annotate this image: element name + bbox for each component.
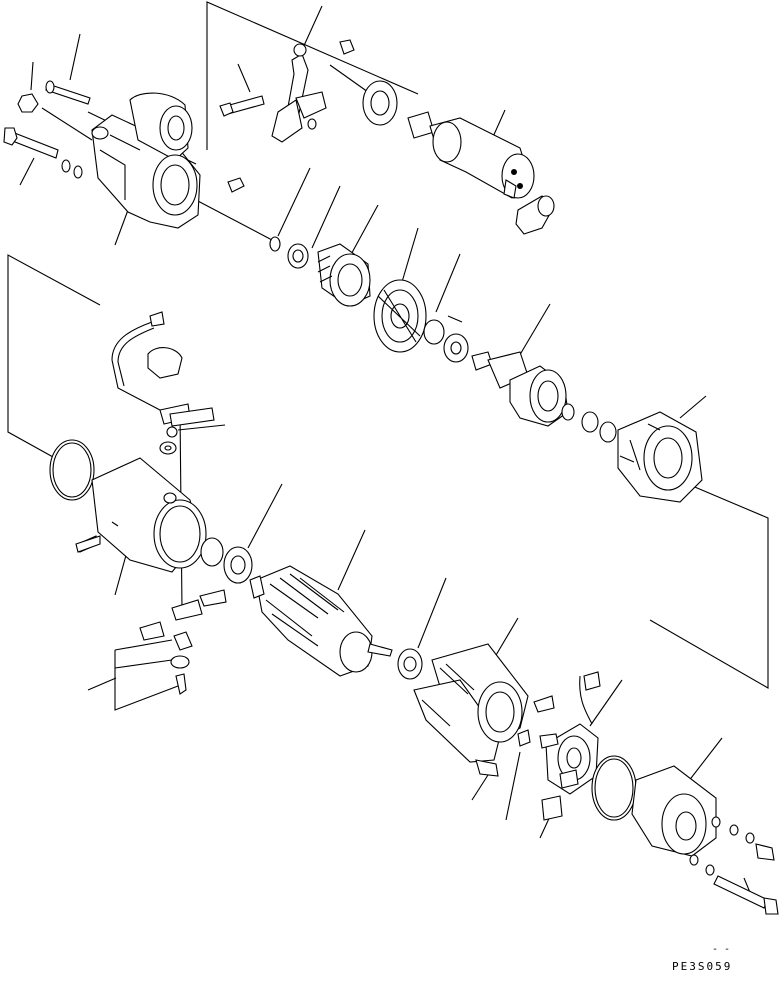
rear-cover bbox=[631, 765, 775, 876]
terminal-parts bbox=[139, 589, 227, 695]
brush-holder-plate bbox=[539, 671, 601, 821]
through-bolt bbox=[713, 875, 779, 915]
center-bracket bbox=[617, 411, 703, 503]
shift-lever bbox=[219, 39, 398, 143]
armature bbox=[249, 565, 393, 677]
o-ring-large bbox=[49, 439, 95, 501]
solenoid-switch bbox=[407, 111, 555, 235]
bearing-plate bbox=[373, 279, 469, 363]
yoke-bolt bbox=[75, 535, 101, 553]
figure-mark: - - bbox=[712, 944, 731, 955]
yoke-field-frame bbox=[77, 457, 207, 573]
ball-bearing-front bbox=[200, 537, 253, 584]
front-bolts bbox=[3, 80, 91, 179]
brush-holder bbox=[413, 643, 555, 777]
front-housing bbox=[91, 92, 245, 229]
ball-bearing-rear bbox=[397, 648, 423, 680]
figure-code: PE3S059 bbox=[672, 960, 733, 973]
field-lead bbox=[111, 311, 215, 455]
leader-lines bbox=[19, 5, 755, 903]
o-ring-rear bbox=[591, 755, 637, 821]
planetary-gear-holder bbox=[471, 351, 617, 443]
pinion-clutch bbox=[269, 236, 371, 307]
